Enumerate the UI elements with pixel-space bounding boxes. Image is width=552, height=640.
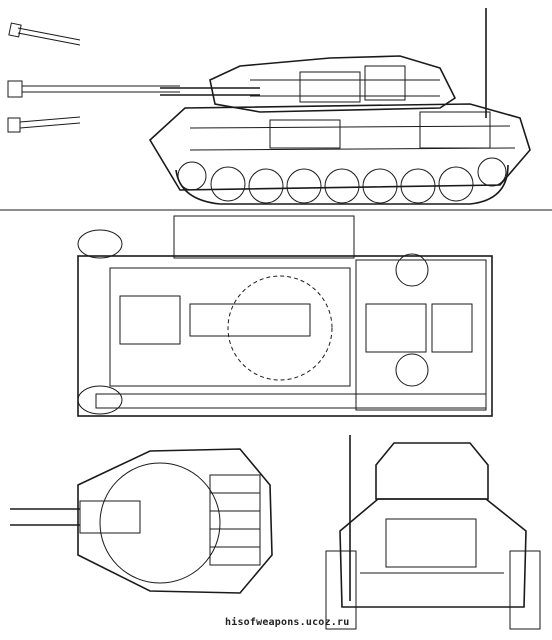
- main-gun-barrel: [160, 87, 260, 96]
- top-view-drawing: [0, 209, 552, 417]
- front-turret-outline: [375, 442, 489, 500]
- side-cutaway-view: [0, 0, 552, 208]
- top-plan-view: [0, 208, 552, 423]
- gun-barrel-detail-2: [7, 80, 180, 98]
- front-view-drawing: [325, 435, 541, 630]
- engine-compartment: [355, 253, 487, 411]
- side-view-drawing: [7, 8, 531, 205]
- hull-top-outline: [77, 255, 493, 417]
- turret-top-outline: [77, 448, 273, 594]
- turret-outline: [209, 55, 457, 113]
- turret-internal-detail: [250, 65, 440, 103]
- front-track-right: [509, 550, 541, 630]
- front-hull-outline: [339, 498, 527, 608]
- turret-plan-view: [0, 423, 290, 613]
- front-sprocket-left: [77, 229, 123, 259]
- road-wheels: [177, 157, 507, 204]
- turret-ring: [99, 462, 221, 584]
- gun-barrel-detail-3: [7, 116, 81, 133]
- front-sprocket-right: [77, 385, 123, 415]
- front-hull-internal-detail: [360, 518, 504, 574]
- track-outline: [175, 164, 509, 205]
- front-section-view: [290, 423, 552, 640]
- turret-bustle-racks: [209, 474, 261, 566]
- turret-view-drawing: [10, 448, 273, 594]
- turret-gun: [10, 500, 141, 534]
- watermark-text: hisofweapons.ucoz.ru: [225, 617, 350, 628]
- gun-barrel-detail-1: [8, 22, 81, 46]
- hull-outline: [148, 103, 531, 191]
- front-track-left: [325, 550, 357, 630]
- fighting-compartment: [109, 267, 351, 387]
- hull-internal-detail: [189, 111, 516, 151]
